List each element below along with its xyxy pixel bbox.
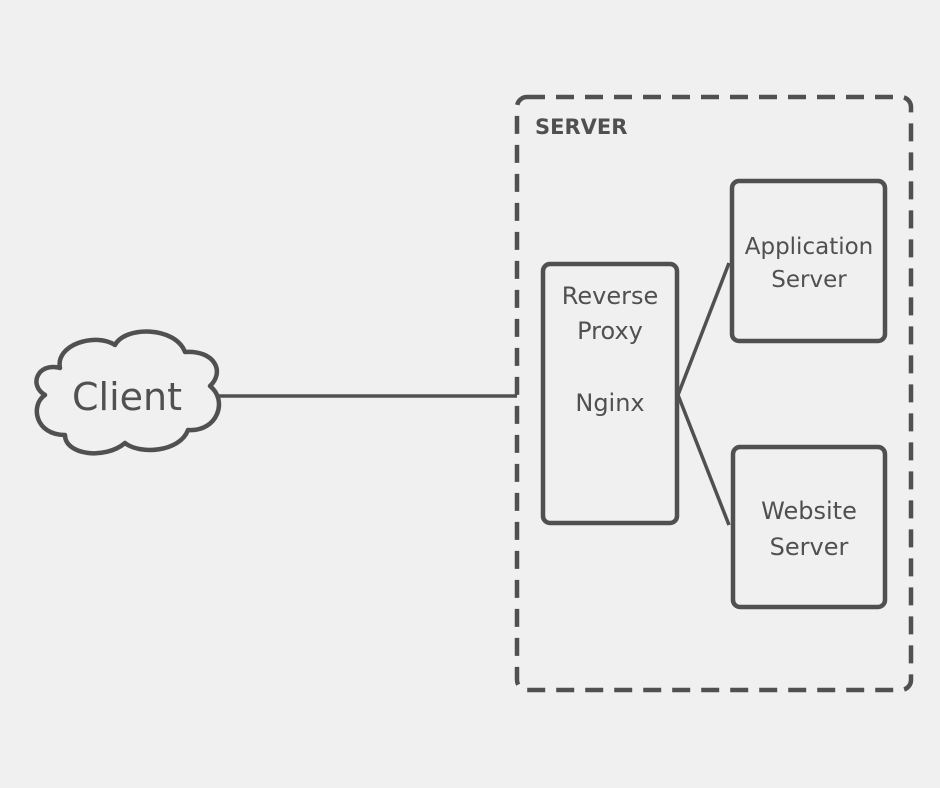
website-server-box: [730, 444, 888, 610]
website-server-label-line1: Website: [761, 497, 857, 525]
reverse-proxy-node: Reverse Proxy Nginx: [540, 261, 680, 526]
application-server-label-line2: Server: [771, 267, 847, 293]
application-server-box: [729, 178, 888, 344]
website-server-node: Website Server: [730, 444, 888, 610]
nginx-label: Nginx: [575, 389, 644, 417]
proxy-web-connector: [676, 394, 731, 526]
server-label: SERVER: [535, 115, 627, 139]
client-label: Client: [72, 375, 182, 419]
proxy-app-connector: [676, 262, 731, 396]
reverse-proxy-box: [540, 261, 680, 526]
reverse-proxy-label-line2: Proxy: [577, 317, 643, 345]
application-server-node: Application Server: [729, 178, 888, 344]
application-server-label-line1: Application: [745, 234, 874, 260]
client-node: Client: [34, 329, 222, 456]
reverse-proxy-label-line1: Reverse: [562, 282, 658, 310]
server-boundary: [514, 94, 914, 693]
website-server-label-line2: Server: [770, 533, 849, 561]
cloud-icon: [34, 329, 222, 456]
